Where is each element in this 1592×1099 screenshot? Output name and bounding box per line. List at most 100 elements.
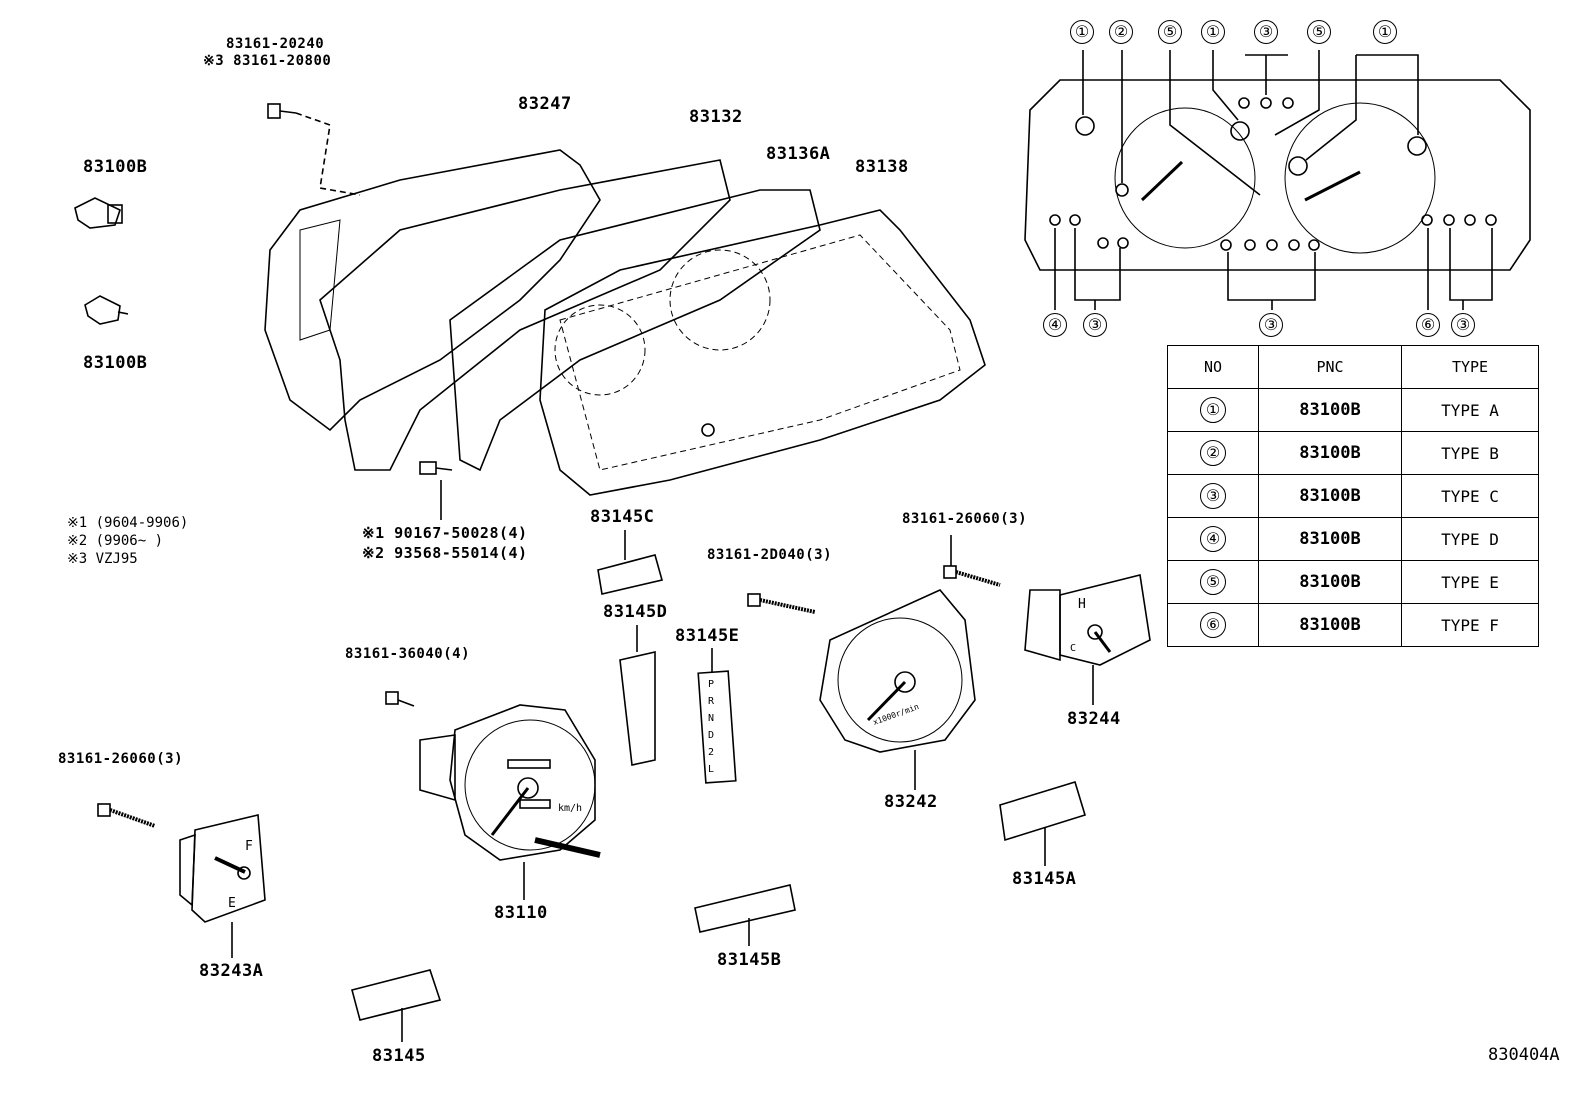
row-type: TYPE E [1401,560,1539,604]
temp-hot: H [1078,597,1086,612]
shift-pos: D [708,730,715,741]
bulb-number: ③ [1083,313,1107,337]
bulb-number: ⑤ [1307,20,1331,44]
part-label: 83100B [83,353,148,373]
part-label: 83132 [689,107,743,127]
part-label: 83145C [590,507,655,527]
row-no: ⑤ [1200,569,1226,595]
bulb-number: ③ [1451,313,1475,337]
row-no: ① [1200,397,1226,423]
part-label: 83244 [1067,709,1121,729]
bulb-number: ① [1070,20,1094,44]
part-label: 83243A [199,961,264,981]
bulb-number: ④ [1043,313,1067,337]
shift-pos: 2 [708,747,715,758]
part-label: 83145B [717,950,782,970]
row-type: TYPE A [1401,388,1539,432]
row-type: TYPE C [1401,474,1539,518]
screw-icon [943,535,1001,587]
part-label: 83145E [675,626,740,646]
row-type: TYPE B [1401,431,1539,475]
part-label: 83100B [83,157,148,177]
bulb-number: ③ [1254,20,1278,44]
part-label: 83161-2D040(3) [707,547,833,563]
note-2: ※2 (9906~ ) [67,533,164,549]
bulb-number: ③ [1259,313,1283,337]
row-pnc: 83100B [1258,603,1402,647]
fuel-empty: E [228,896,236,911]
bracket-83145 [351,969,442,1021]
row-no: ③ [1200,483,1226,509]
row-pnc: 83100B [1258,431,1402,475]
row-pnc: 83100B [1258,388,1402,432]
part-label: 83136A [766,144,831,164]
bulb-number: ⑤ [1158,20,1182,44]
shift-pos: L [708,764,715,775]
row-pnc: 83100B [1258,560,1402,604]
header-type: TYPE [1401,345,1539,389]
row-no: ⑥ [1200,612,1226,638]
part-label: ※3 83161-20800 [203,53,332,69]
part-label: 83161-36040(4) [345,646,471,662]
row-type: TYPE D [1401,517,1539,561]
part-label: 83161-20240 [226,36,325,52]
screw-icon [97,803,156,828]
fuel-gauge-83243A [179,814,266,958]
fuel-full: F [245,839,253,854]
header-pnc: PNC [1258,345,1402,389]
screw-icon [385,691,415,707]
bulb-number: ① [1373,20,1397,44]
part-label: ※2 93568-55014(4) [362,544,528,562]
shift-positions: P R N D 2 L [708,676,714,778]
bulb-location-map [1024,50,1531,310]
shift-indicator-83145E [697,670,737,784]
circuit-board-83132 [319,159,731,471]
part-label: 83161-26060(3) [902,511,1028,527]
bracket-83145B [694,884,796,933]
speedometer-83110 [419,704,601,900]
bracket-83145A [999,780,1086,842]
diagram-id: 830404A [1488,1045,1560,1065]
bulb-number: ⑥ [1416,313,1440,337]
part-label: 83145 [372,1046,426,1066]
part-label: 83242 [884,792,938,812]
row-pnc: 83100B [1258,474,1402,518]
shift-pos: P [708,679,715,690]
screw-icon [419,461,453,520]
row-no: ④ [1200,526,1226,552]
shift-pos: N [708,713,715,724]
housing-83247 [264,149,601,432]
note-1: ※1 (9604-9906) [67,515,189,531]
lens-83138 [539,209,986,496]
part-label: 83247 [518,94,572,114]
part-label: 83110 [494,903,548,923]
part-label: 83145D [603,602,668,622]
bracket-83145C [597,554,663,595]
bracket-83145D [619,650,656,766]
part-label: ※1 90167-50028(4) [362,524,528,542]
bulb-socket-icon [84,295,129,325]
temp-gauge-83244 [1024,574,1151,705]
bulb-number: ② [1109,20,1133,44]
plate-83136A [449,189,821,472]
bolt-83161-20240 [267,103,361,196]
part-label: 83145A [1012,869,1077,889]
note-3: ※3 VZJ95 [67,551,138,567]
part-label: 83161-26060(3) [58,751,184,767]
tachometer-83242 [819,589,976,790]
row-type: TYPE F [1401,603,1539,647]
header-no: NO [1167,345,1259,389]
shift-pos: R [708,696,715,707]
temp-cold: C [1070,643,1077,654]
screw-icon [747,593,816,614]
table-header: NO PNC TYPE [1167,345,1539,389]
